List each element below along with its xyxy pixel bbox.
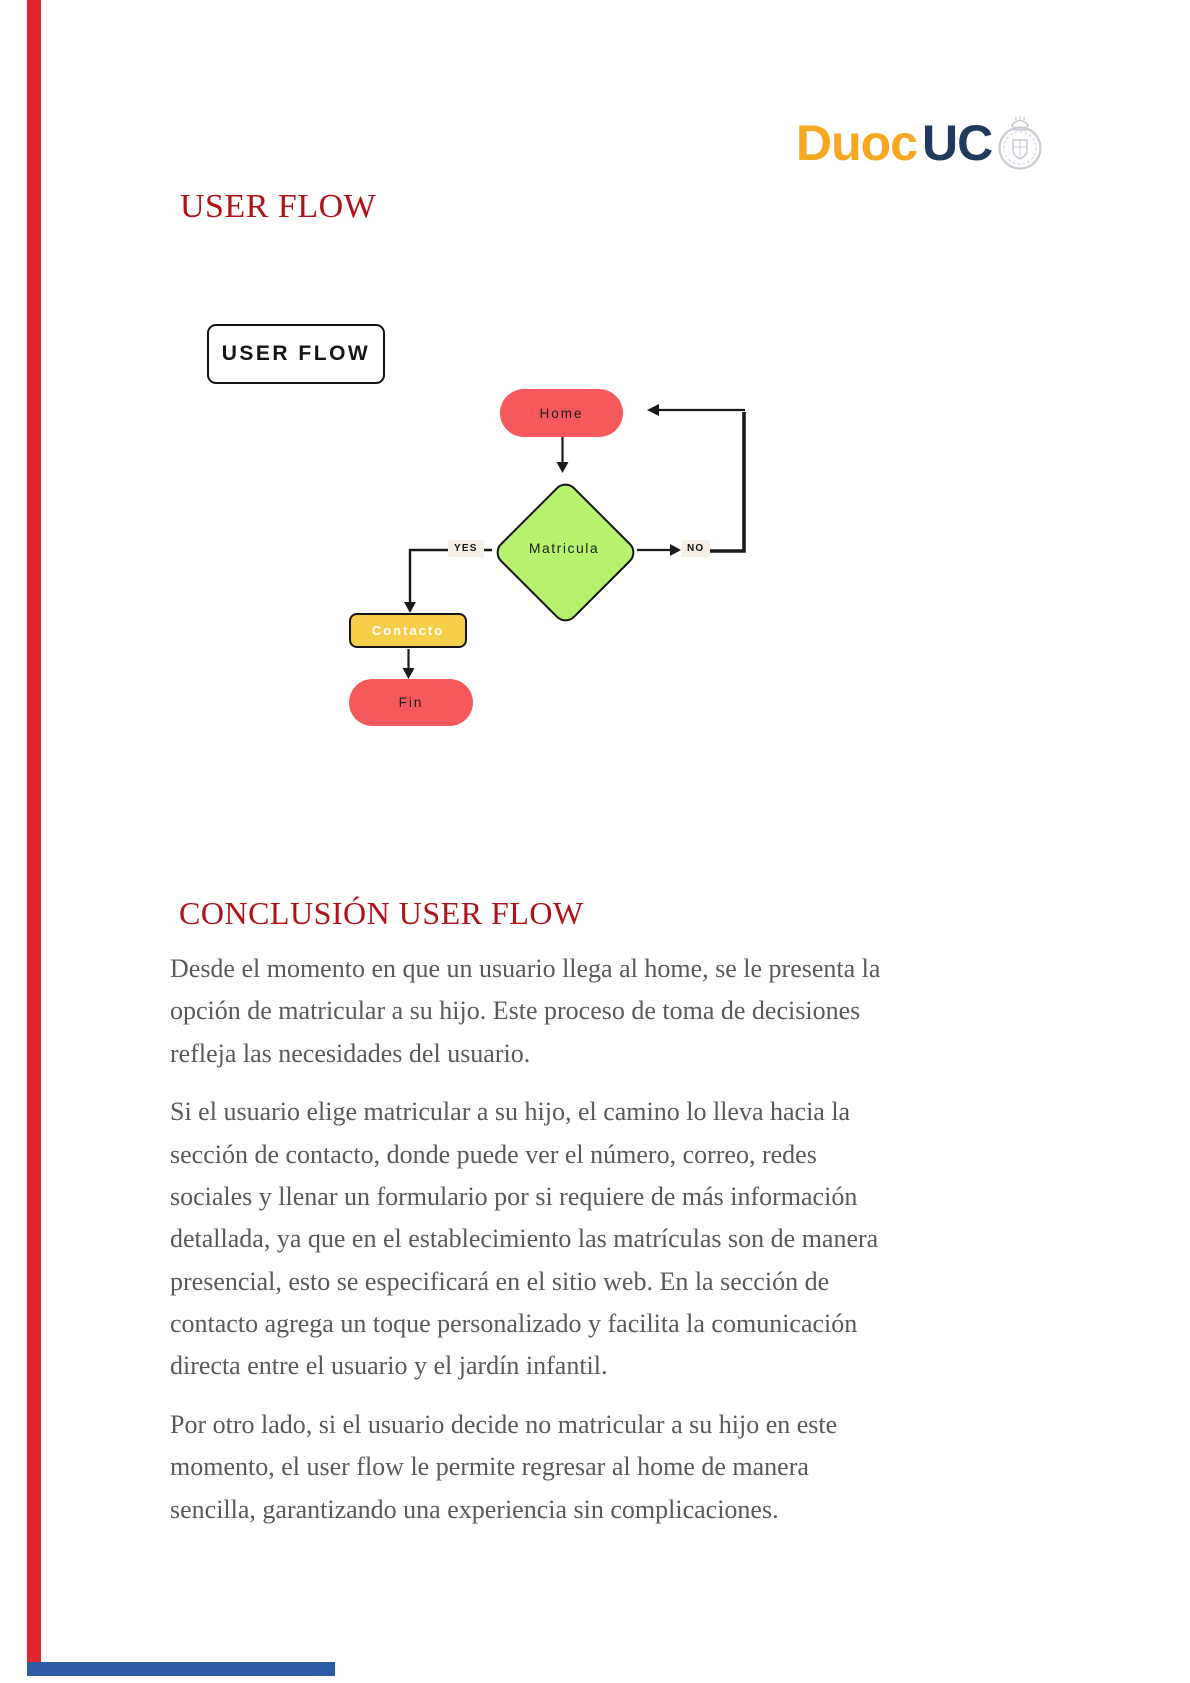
flow-node-matricula-label: Matricula [528, 540, 600, 556]
edge-label-yes: YES [448, 540, 484, 557]
conclusion-body: Desde el momento en que un usuario llega… [170, 948, 1020, 1547]
left-accent-bar [27, 0, 41, 1662]
conclusion-paragraph-3: Por otro lado, si el usuario decide no m… [170, 1409, 838, 1524]
uc-crest-icon [998, 116, 1042, 170]
duoc-uc-logo: Duoc UC [796, 114, 1043, 172]
conclusion-paragraph-2: Si el usuario elige matricular a su hijo… [170, 1097, 879, 1381]
edge-label-no: NO [681, 540, 711, 557]
conclusion-heading: CONCLUSIÓN USER FLOW [179, 895, 584, 931]
page-title: USER FLOW [180, 188, 377, 225]
logo-brand-suffix-text: UC [922, 115, 993, 171]
conclusion-paragraph-1: Desde el momento en que un usuario llega… [170, 954, 881, 1068]
flow-node-home: Home [500, 389, 623, 437]
flow-node-fin: Fin [349, 679, 473, 726]
flow-node-contacto: Contacto [349, 613, 467, 648]
diagram-title-box: USER FLOW [207, 324, 385, 384]
logo-brand-text: Duoc [796, 115, 918, 171]
bottom-accent-bar [27, 1662, 335, 1676]
